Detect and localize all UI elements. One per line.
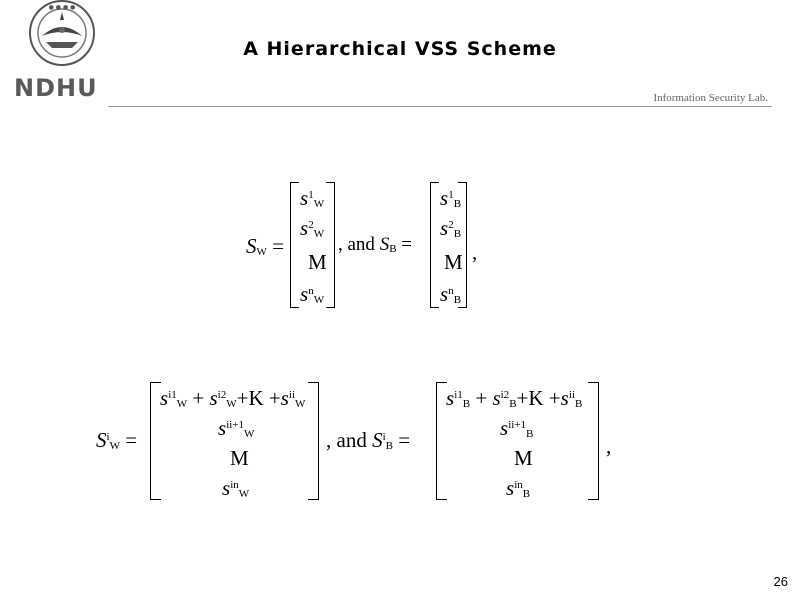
eq2-lhs-w: SiW = [96,428,138,452]
eq2-w-row1: si1W + si2W+K +siiW [160,386,306,410]
eq2-b-row4: sinB [506,476,531,500]
university-logo: ● ● ● ● [20,0,104,70]
eq2-b-row1: si1B + si2B+K +siiB [446,386,583,410]
eq2-b-row2: sii+1B [500,416,534,440]
eq2-w-row3: M [230,446,249,470]
eq1-w-row2: s2W [300,216,325,240]
eq2-bracket-left [150,382,161,500]
header-divider [108,106,772,107]
lab-label: Information Security Lab. [653,92,768,104]
eq1-bracket-right [326,182,335,308]
eq1-lhs-w: SW = [246,234,284,258]
ndhu-emblem-icon: ● ● ● ● [29,0,95,66]
eq1-b-row2: s2B [440,216,462,240]
slide-title: A Hierarchical VSS Scheme [243,38,557,60]
page-number: 26 [773,574,788,589]
eq2-w-row2: sii+1W [218,416,255,440]
eq1-b-row1: s1B [440,186,462,210]
eq2-w-row4: sinW [222,476,250,500]
eq1-b-bracket-left [430,182,439,308]
eq1-w-row4: snW [300,282,325,306]
eq2-b-bracket-left [436,382,447,500]
eq1-bracket-left [290,182,299,308]
eq2-b-bracket-right [588,382,599,500]
eq1-b-row3: M [444,250,463,274]
eq1-connector: , and SB = [338,234,412,255]
svg-text:● ● ● ●: ● ● ● ● [49,4,76,11]
eq1-b-row4: snB [440,282,462,306]
logo-text: NDHU [14,74,98,102]
eq1-trailing-comma: , [472,240,478,264]
eq1-w-row1: s1W [300,186,325,210]
eq2-trailing-comma: , [606,434,612,458]
eq2-b-row3: M [514,446,533,470]
eq2-bracket-right [308,382,319,500]
eq2-connector: , and SiB = [326,428,411,452]
eq1-b-bracket-right [458,182,467,308]
eq1-w-row3: M [308,250,327,274]
